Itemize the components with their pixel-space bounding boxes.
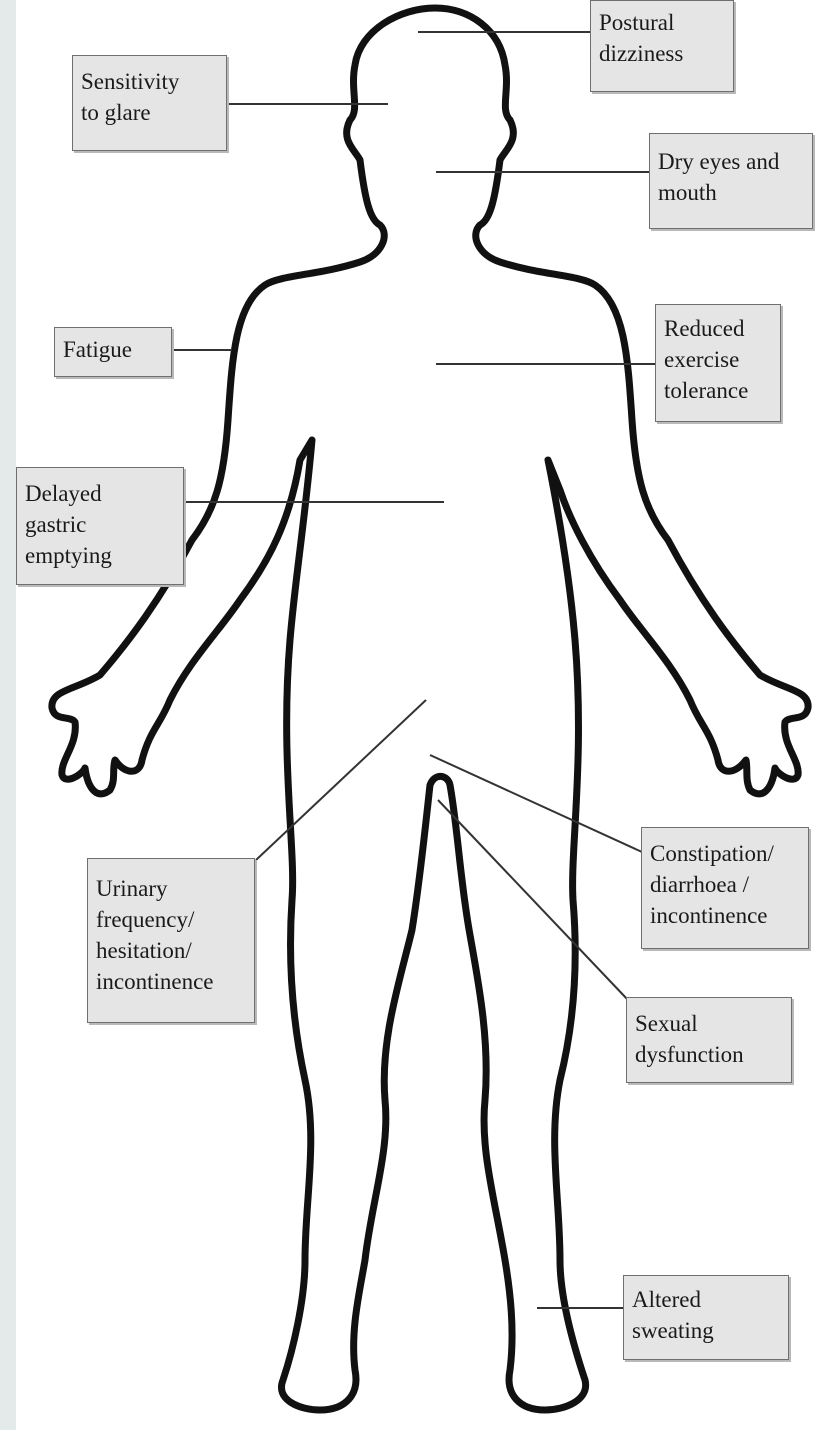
label-line: tolerance (664, 375, 772, 406)
label-reduced-exercise-tolerance: Reduced exercise tolerance (655, 304, 781, 422)
label-dry-eyes-and-mouth: Dry eyes and mouth (649, 133, 813, 229)
label-delayed-gastric-emptying: Delayed gastric emptying (16, 467, 184, 585)
label-line: hesitation/ (96, 935, 246, 966)
label-line: incontinence (96, 966, 246, 997)
label-line: incontinence (650, 900, 800, 931)
label-line: dysfunction (635, 1039, 783, 1070)
leader-line-urinary-frequency (256, 700, 426, 860)
label-line: to glare (81, 97, 218, 128)
label-line: Sexual (635, 1008, 783, 1039)
label-line: Sensitivity (81, 66, 218, 97)
label-line: frequency/ (96, 904, 246, 935)
label-line: emptying (25, 540, 175, 571)
label-sexual-dysfunction: Sexual dysfunction (626, 997, 792, 1083)
label-line: Fatigue (63, 334, 163, 365)
label-altered-sweating: Altered sweating (623, 1275, 789, 1360)
label-urinary-frequency: Urinary frequency/ hesitation/ incontine… (87, 858, 255, 1023)
label-line: dizziness (599, 38, 725, 69)
label-line: Reduced (664, 313, 772, 344)
label-line: Dry eyes and (658, 146, 804, 177)
leader-line-constipation (430, 755, 642, 852)
label-line: Altered (632, 1284, 780, 1315)
label-line: sweating (632, 1315, 780, 1346)
label-line: exercise (664, 344, 772, 375)
label-line: Urinary (96, 873, 246, 904)
label-sensitivity-to-glare: Sensitivity to glare (72, 55, 227, 151)
label-line: gastric (25, 509, 175, 540)
label-postural-dizziness: Postural dizziness (590, 0, 734, 92)
label-line: diarrhoea / (650, 869, 800, 900)
label-fatigue: Fatigue (54, 327, 172, 377)
label-line: mouth (658, 177, 804, 208)
label-line: Delayed (25, 478, 175, 509)
label-constipation-diarrhoea: Constipation/ diarrhoea / incontinence (641, 827, 809, 949)
label-line: Postural (599, 7, 725, 38)
label-line: Constipation/ (650, 838, 800, 869)
